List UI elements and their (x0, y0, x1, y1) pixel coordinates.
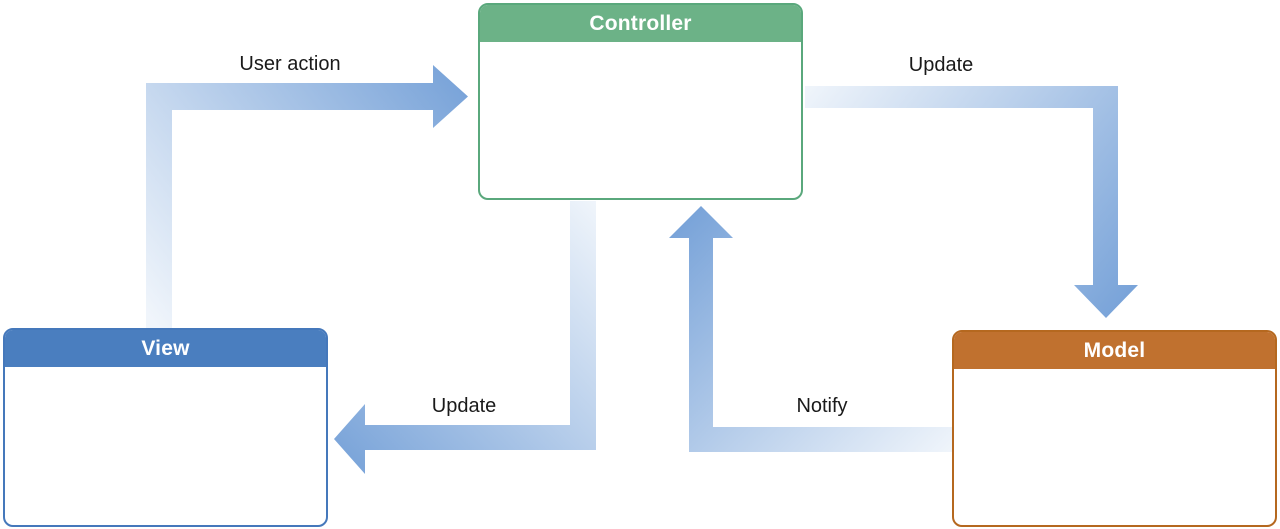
node-controller: Controller (478, 3, 803, 200)
edge-label-update-model: Update (908, 54, 974, 76)
node-controller-header: Controller (480, 5, 801, 42)
node-model-title: Model (1083, 338, 1146, 362)
node-model-header: Model (954, 332, 1275, 369)
node-view-header: View (5, 330, 326, 367)
node-controller-title: Controller (589, 11, 692, 35)
arrow-update-model (805, 86, 1138, 318)
edge-label-user-action: User action (239, 53, 341, 75)
edge-label-update-view: Update (431, 395, 497, 417)
edge-label-notify: Notify (796, 395, 848, 417)
node-view: View (3, 328, 328, 527)
node-model: Model (952, 330, 1277, 527)
arrow-notify (669, 206, 952, 452)
arrow-update-view (334, 201, 596, 474)
node-view-title: View (141, 336, 190, 360)
arrow-user-action (146, 65, 468, 328)
